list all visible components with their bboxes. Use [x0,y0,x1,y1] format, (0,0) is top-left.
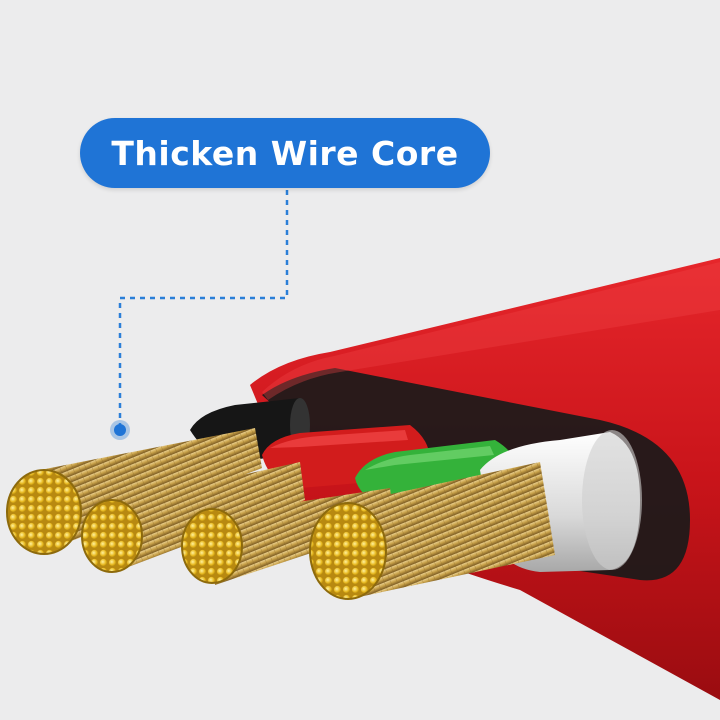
conductor-white [309,462,555,600]
callout-leader-line [110,190,289,440]
callout-pill: Thicken Wire Core [80,118,490,188]
callout-label: Thicken Wire Core [111,133,459,173]
